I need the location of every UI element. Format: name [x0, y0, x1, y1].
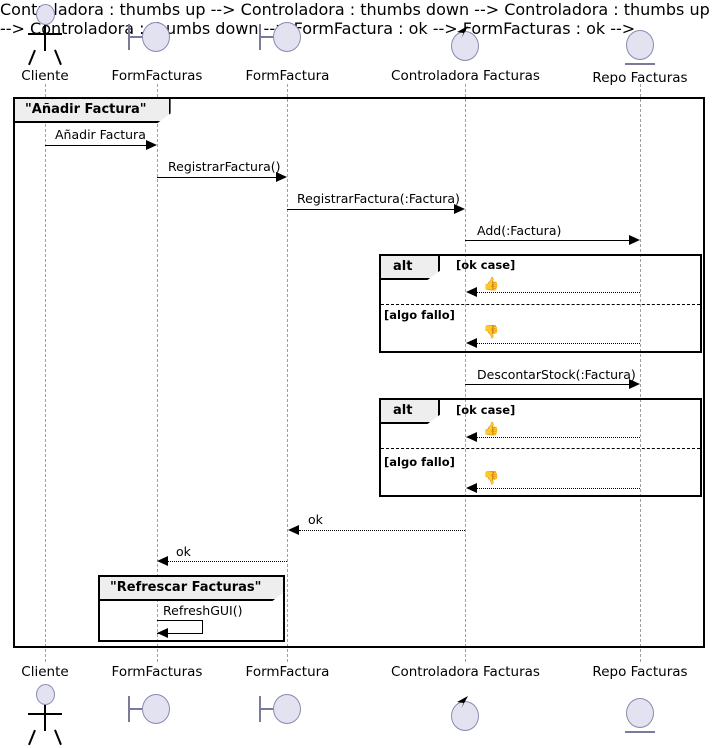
alt-guard-fail-2: [algo fallo] — [384, 455, 455, 469]
arrowhead-left — [157, 628, 168, 638]
message-label-registrarfactura: RegistrarFactura() — [168, 159, 281, 174]
uml-boundary-icon — [95, 2, 219, 66]
participant-label: FormFactura — [245, 664, 330, 680]
arrowhead-left — [466, 483, 477, 493]
arrowhead-left — [466, 432, 477, 442]
thumbs-up-icon: 👍 — [483, 422, 500, 437]
actor-stickman-icon — [0, 682, 90, 746]
alt-keyword-label: alt — [381, 256, 440, 280]
participant-head-controladora-facturas[interactable]: Controladora Facturas — [383, 2, 548, 84]
message-line-registrarfactura-factura — [287, 209, 454, 210]
message-label-add-factura: Add(:Factura) — [477, 223, 562, 238]
participant-label: Controladora Facturas — [391, 664, 540, 680]
message-label-registrarfactura-factura: RegistrarFactura(:Factura) — [297, 191, 460, 206]
alt-fragment-1: alt — [379, 254, 702, 353]
message-line-ok-formfactura — [168, 561, 287, 562]
alt-guard-ok-1: [ok case] — [456, 258, 516, 272]
message-label-descontarstock: DescontarStock(:Factura) — [477, 367, 636, 382]
alt-guard-fail-1: [algo fallo] — [384, 308, 455, 322]
participant-head-formfacturas[interactable]: FormFacturas — [95, 2, 219, 84]
uml-entity-icon — [583, 2, 697, 66]
participant-head-formfactura[interactable]: FormFactura — [229, 2, 346, 84]
participant-head-repo-facturas[interactable]: Repo Facturas — [583, 2, 697, 86]
thumbs-up-icon: 👍 — [483, 277, 500, 292]
participant-head-cliente[interactable]: Cliente — [0, 2, 90, 84]
message-line-fail-return-1 — [477, 343, 640, 344]
frame-title-anadir-factura: "Añadir Factura" — [15, 99, 171, 123]
message-label-ok-formfactura: ok — [176, 544, 191, 559]
uml-boundary-icon — [229, 682, 346, 732]
participant-foot-formfacturas[interactable]: FormFacturas — [95, 664, 219, 732]
message-line-ok-return-1 — [477, 292, 640, 293]
lifeline-cliente — [45, 84, 46, 662]
message-line-anadir-factura — [45, 145, 146, 146]
arrowhead-right — [276, 172, 287, 182]
participant-label: Repo Facturas — [592, 70, 688, 86]
arrowhead-right — [146, 140, 157, 150]
lifeline-repo-facturas — [640, 84, 641, 662]
uml-boundary-icon — [95, 682, 219, 732]
alt-divider — [381, 448, 700, 449]
message-line-registrarfactura — [157, 177, 276, 178]
lifeline-formfactura — [287, 84, 288, 662]
participant-label: FormFacturas — [111, 664, 203, 680]
participant-foot-repo-facturas[interactable]: Repo Facturas — [583, 664, 697, 733]
frame-title-refrescar-facturas: "Refrescar Facturas" — [100, 577, 285, 601]
message-label-refreshgui: RefreshGUI() — [163, 603, 243, 618]
arrowhead-left — [466, 338, 477, 348]
alt-keyword-label: alt — [381, 400, 440, 424]
frame-refrescar-facturas: "Refrescar Facturas" — [98, 575, 285, 642]
alt-divider — [381, 304, 700, 305]
message-label-anadir-factura: Añadir Factura — [55, 127, 146, 142]
participant-foot-cliente[interactable]: Cliente — [0, 664, 90, 746]
uml-boundary-icon — [229, 2, 346, 66]
arrowhead-right — [629, 235, 640, 245]
arrowhead-left — [288, 525, 299, 535]
message-line-descontarstock — [465, 384, 629, 385]
message-line-ok-controladora — [299, 530, 465, 531]
uml-entity-icon — [583, 682, 697, 733]
arrowhead-left — [157, 556, 168, 566]
self-message-box-refreshgui — [157, 620, 203, 634]
participant-label: Cliente — [21, 664, 69, 680]
message-label-ok-controladora: ok — [308, 512, 323, 527]
uml-control-icon — [383, 2, 548, 66]
lifeline-formfacturas — [157, 84, 158, 662]
uml-control-icon — [383, 682, 548, 732]
message-line-fail-return-2 — [477, 488, 640, 489]
alt-fragment-2: alt — [379, 398, 702, 497]
arrowhead-left — [466, 287, 477, 297]
message-line-add-factura — [465, 240, 629, 241]
participant-foot-formfactura[interactable]: FormFactura — [229, 664, 346, 732]
participant-label: Controladora Facturas — [391, 68, 540, 84]
participant-label: FormFacturas — [111, 68, 203, 84]
arrowhead-right — [454, 204, 465, 214]
participant-label: Cliente — [21, 68, 69, 84]
arrowhead-right — [629, 379, 640, 389]
actor-stickman-icon — [0, 2, 90, 66]
thumbs-down-icon: 👎 — [483, 325, 500, 340]
frame-anadir-factura: "Añadir Factura" — [13, 97, 705, 648]
participant-foot-controladora-facturas[interactable]: Controladora Facturas — [383, 664, 548, 732]
alt-guard-ok-2: [ok case] — [456, 403, 516, 417]
participant-label: FormFactura — [245, 68, 330, 84]
message-line-ok-return-2 — [477, 437, 640, 438]
thumbs-down-icon: 👎 — [483, 471, 500, 486]
lifeline-controladora-facturas — [465, 84, 466, 662]
participant-label: Repo Facturas — [592, 664, 688, 680]
